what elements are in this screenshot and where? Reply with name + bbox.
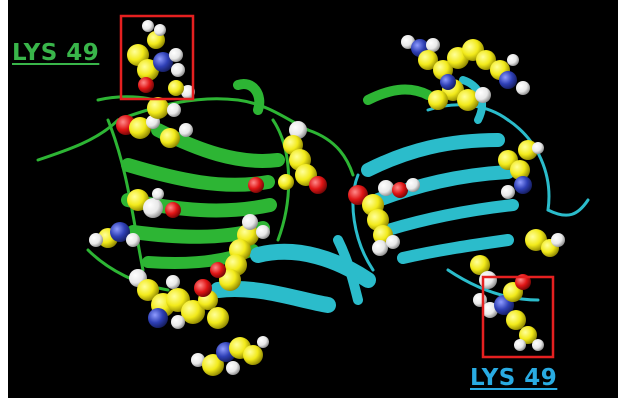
highlight-box-chain-a — [119, 14, 195, 101]
protein-render — [8, 0, 618, 398]
render-background — [8, 0, 618, 398]
label-chain-a: LYS 49 — [12, 40, 100, 66]
highlight-box-chain-b — [481, 275, 555, 359]
label-chain-b: LYS 49 — [470, 365, 558, 391]
